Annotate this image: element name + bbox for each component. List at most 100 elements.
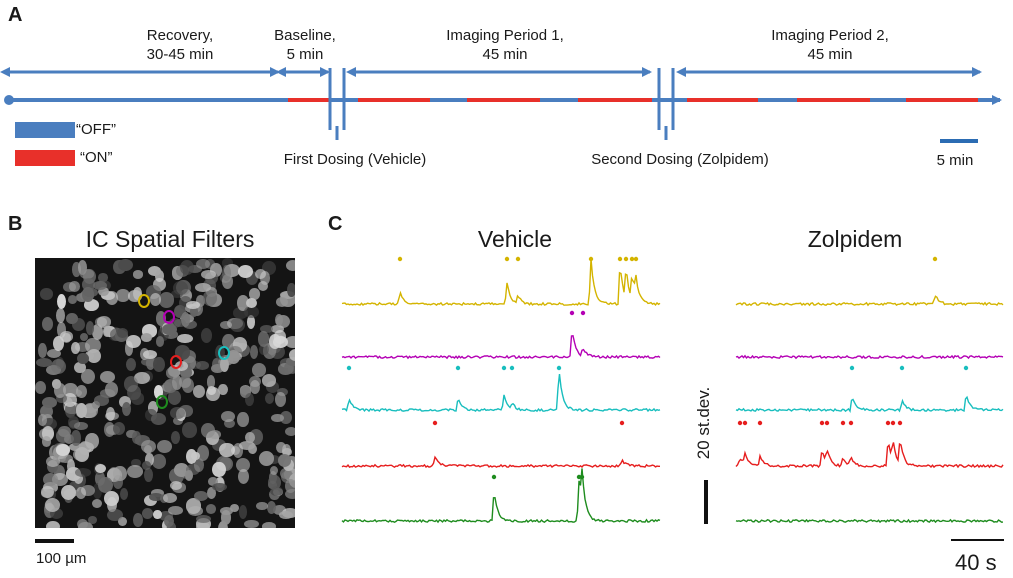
second-dosing-label: Second Dosing (Zolpidem): [591, 151, 769, 168]
cell-blob: [181, 378, 195, 393]
cell-blob: [259, 343, 269, 356]
cell-blob: [274, 313, 284, 326]
cell-blob: [98, 273, 108, 283]
roi-green: [156, 395, 168, 409]
cell-blob: [193, 384, 206, 399]
cell-blob: [279, 468, 292, 480]
cell-blob: [60, 485, 76, 501]
cell-blob: [195, 518, 211, 528]
cell-blob: [195, 361, 210, 370]
cell-blob: [151, 454, 166, 469]
cell-blob: [221, 410, 236, 422]
cell-blob: [219, 356, 229, 372]
cell-blob: [125, 357, 137, 372]
cell-blob: [121, 401, 131, 416]
cell-blob: [143, 350, 158, 360]
cell-blob: [59, 331, 74, 342]
cell-blob: [274, 392, 287, 408]
event-marker: [346, 365, 352, 371]
cell-blob: [288, 348, 295, 361]
seconds-scalebar-label: 40 s: [955, 550, 997, 575]
cell-blob: [145, 408, 157, 421]
cell-blob: [184, 470, 194, 482]
cell-blob: [203, 290, 217, 307]
cell-blob: [42, 472, 59, 487]
cell-blob: [149, 492, 163, 502]
cell-blob: [35, 380, 47, 395]
cell-blob: [74, 421, 89, 431]
zolpidem-trace: [735, 395, 1004, 413]
cell-blob: [244, 431, 256, 444]
cell-blob: [37, 413, 47, 426]
cell-blob: [179, 405, 193, 417]
on-legend-swatch: [15, 150, 75, 166]
cell-blob: [232, 442, 244, 458]
cell-blob: [55, 308, 65, 324]
cell-blob: [230, 317, 245, 333]
event-marker: [757, 420, 763, 426]
cell-blob: [218, 442, 235, 458]
cell-blob: [276, 442, 286, 454]
cell-blob: [262, 522, 277, 528]
event-marker: [824, 420, 830, 426]
cell-blob: [42, 436, 52, 447]
panel-c-letter: C: [328, 213, 343, 235]
event-marker: [397, 256, 403, 262]
cell-blob: [105, 290, 118, 305]
cell-blob: [132, 270, 144, 279]
event-marker: [455, 365, 461, 371]
cell-blob: [287, 282, 295, 298]
cell-blob: [278, 510, 294, 520]
cell-blob: [249, 380, 260, 395]
cell-blob: [195, 258, 211, 270]
cell-blob: [162, 492, 178, 504]
cell-blob: [96, 316, 112, 328]
cell-blob: [169, 318, 182, 328]
cell-blob: [131, 458, 141, 468]
cell-blob: [85, 337, 101, 354]
event-marker: [629, 256, 635, 262]
cell-blob: [141, 508, 153, 520]
cell-blob: [77, 518, 88, 528]
cell-blob: [116, 289, 130, 303]
cell-blob: [205, 259, 216, 269]
cell-blob: [65, 401, 76, 418]
cell-blob: [206, 486, 217, 500]
cell-blob: [177, 334, 193, 344]
cell-blob: [153, 509, 162, 520]
cell-blob: [54, 383, 66, 398]
cell-blob: [148, 400, 159, 415]
cell-blob: [80, 484, 95, 497]
cell-blob: [156, 310, 167, 327]
cell-blob: [266, 381, 280, 393]
event-marker: [579, 474, 585, 480]
event-marker: [588, 256, 594, 262]
spatial-filters-title: IC Spatial Filters: [85, 226, 255, 252]
cell-blob: [102, 325, 112, 338]
cell-blob: [130, 392, 145, 405]
cell-blob: [269, 485, 283, 497]
on-legend-label: “ON”: [80, 149, 113, 166]
cell-blob: [41, 317, 53, 331]
cell-blob: [237, 294, 250, 311]
cell-blob: [244, 520, 259, 528]
cell-blob: [167, 389, 182, 405]
cell-blob: [255, 269, 266, 280]
cell-blob: [206, 385, 216, 396]
cell-blob: [41, 486, 55, 498]
micrograph-scalebar-label: 100 µm: [36, 550, 87, 567]
cell-blob: [260, 325, 274, 334]
cell-blob: [212, 461, 226, 478]
vehicle-trace: [341, 455, 660, 469]
zolpidem-trace: [735, 295, 1004, 307]
cell-blob: [218, 384, 228, 396]
cell-blob: [83, 288, 99, 298]
cell-blob: [106, 406, 116, 422]
cell-blob: [107, 508, 123, 522]
cell-blob: [249, 345, 258, 360]
cell-blob: [99, 371, 116, 384]
event-marker: [623, 256, 629, 262]
baseline-label: Baseline, 5 min: [274, 27, 336, 63]
cell-blob: [112, 422, 125, 436]
cell-blob: [165, 367, 180, 380]
